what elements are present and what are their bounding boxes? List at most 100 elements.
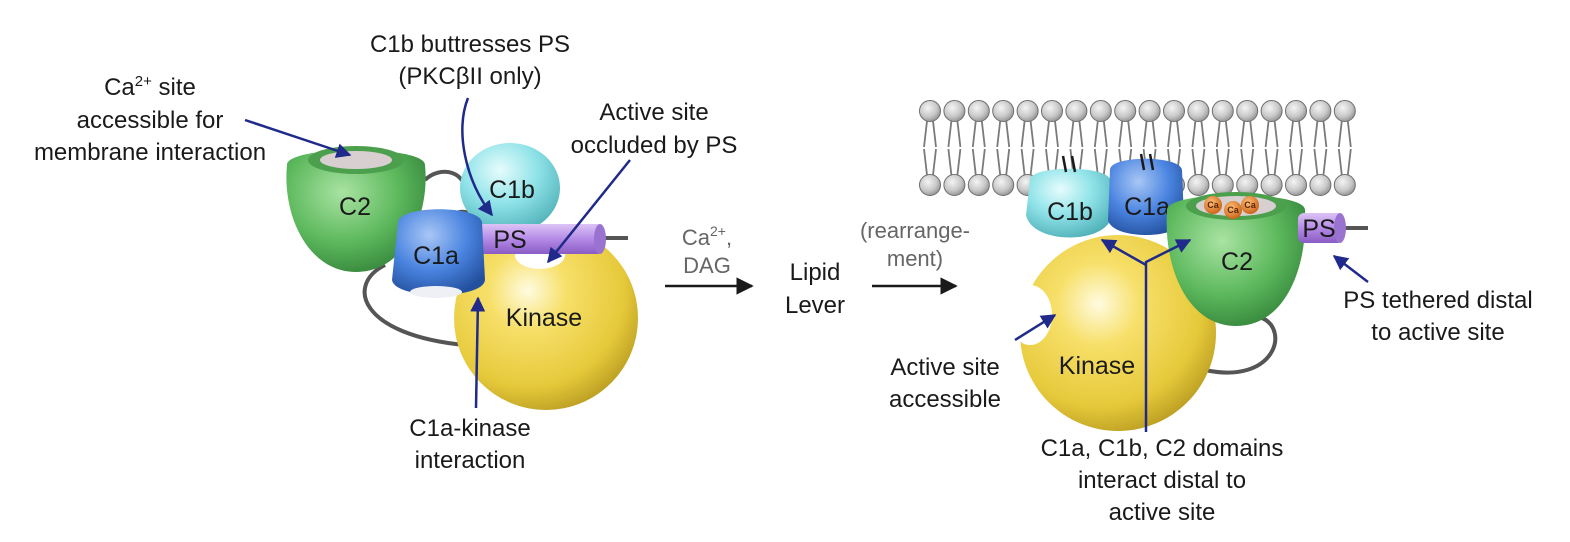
label-c1a-kinase: C1a-kinase interaction <box>409 415 530 474</box>
ps-tethered-line1: PS tethered distal <box>1343 287 1532 314</box>
lipid-head-inner <box>992 174 1015 196</box>
transition-rearrangement: (rearrange- ment) <box>860 218 970 295</box>
lipid-tail-pair <box>1020 120 1035 176</box>
calcium-ion-2 <box>1224 201 1242 219</box>
lipid-head-inner <box>943 174 966 196</box>
c1b-buttress-line2: (PKCβII only) <box>398 63 541 90</box>
calcium-ion-3 <box>1241 196 1259 214</box>
ca-site-line2: accessible for <box>77 107 224 134</box>
ps-tethered <box>1298 213 1343 243</box>
arrow-domains-fork <box>1100 238 1192 432</box>
lipid-head-outer <box>1333 100 1356 122</box>
lipid-tail-pair <box>1215 120 1230 176</box>
c2-label: C2 <box>339 193 371 221</box>
lipid-head-inner <box>1333 174 1356 196</box>
c2-domain <box>286 150 426 272</box>
lipid-head-outer <box>1187 100 1210 122</box>
c1a-label-active: C1a <box>1124 193 1170 221</box>
lipid-head-outer <box>967 100 990 122</box>
label-domains-interact: C1a, C1b, C2 domains interact distal to … <box>1041 435 1284 526</box>
ps-end-cap <box>594 224 606 254</box>
lipid-head-outer <box>919 100 941 122</box>
lipid-head-inner <box>919 174 941 196</box>
lipid-tail-pair <box>1045 120 1059 176</box>
ca-site-line3: membrane interaction <box>34 139 266 166</box>
lipid-head-inner <box>967 174 990 196</box>
lipid-tail-pair <box>971 120 986 176</box>
arrow-ca-site <box>244 118 352 158</box>
label-active-occluded: Active site occluded by PS <box>571 99 738 159</box>
lipid-head-inner <box>1260 174 1283 196</box>
ps-label: PS <box>493 226 526 254</box>
ps-tethered-line2: to active site <box>1371 319 1504 346</box>
active-accessible-line2: accessible <box>889 386 1001 413</box>
c1b-label: C1b <box>489 176 535 204</box>
lipid-head-inner <box>1309 174 1332 196</box>
lipid-tails <box>923 120 1352 176</box>
svg-text:Ca2+ site: Ca2+ site <box>104 73 196 101</box>
calcium-ion-1 <box>1204 196 1222 214</box>
c1a-bottom-opening <box>410 286 462 298</box>
ps-label-active: PS <box>1302 215 1335 243</box>
domains-interact-line3: active site <box>1109 499 1216 526</box>
label-ca-site: Ca2+ site accessible for membrane intera… <box>34 73 266 166</box>
calcium-label-2: Ca <box>1227 205 1239 215</box>
arrow-active-occluded <box>547 159 631 264</box>
linker-c2-c1b <box>423 169 468 201</box>
linker-c1a-kinase <box>362 263 466 347</box>
active-accessible-line1: Active site <box>890 354 999 381</box>
transition-ca-dag: Ca2+, DAG <box>665 223 754 295</box>
label-active-accessible: Active site accessible <box>889 354 1001 413</box>
rearrange-line1: (rearrange- <box>860 218 970 243</box>
lipid-head-inner <box>1187 174 1210 196</box>
lipid-head-outer <box>1065 100 1088 122</box>
label-c1b-buttress: C1b buttresses PS (PKCβII only) <box>370 31 570 90</box>
calcium-label-3: Ca <box>1244 200 1256 210</box>
active-pkc: Kinase C1b C1a Ca Ca Ca C2 <box>1008 153 1368 431</box>
lipid-tail-pair <box>1337 120 1352 176</box>
lipid-head-outer <box>992 100 1015 122</box>
lipid-head-outer <box>1041 100 1063 122</box>
lipid-tail-pair <box>1093 120 1108 176</box>
lipid-head-outer <box>1016 100 1039 122</box>
domains-interact-line2: interact distal to <box>1078 467 1246 494</box>
c1b-domain-active <box>1026 168 1112 238</box>
lipid-head-inner <box>1285 174 1307 196</box>
lipid-lever-line1: Lipid <box>790 259 841 286</box>
ca-site-ca: Ca <box>104 74 135 101</box>
kinase-label: Kinase <box>506 304 582 332</box>
lipid-lever-label: Lipid Lever <box>785 259 845 319</box>
lipid-tail-pair <box>1313 120 1328 176</box>
lipid-head-outer <box>1236 100 1259 122</box>
lipid-tail-pair <box>1289 120 1303 176</box>
active-occluded-line1: Active site <box>599 99 708 126</box>
kinase-domain <box>454 226 638 410</box>
lipid-tail-pair <box>1167 120 1181 176</box>
arrow-c1b-buttress <box>461 97 493 217</box>
active-site-accessible-pocket <box>1008 285 1052 345</box>
lipid-head-outer <box>1211 100 1234 122</box>
lipid-head-outer <box>943 100 966 122</box>
ps-tethered-cap <box>1334 213 1346 243</box>
lipid-tail-pair <box>1118 120 1133 176</box>
ca-site-sup: 2+ <box>135 73 152 90</box>
calcium-ions: Ca Ca Ca <box>1204 196 1259 219</box>
c2-domain-active <box>1166 195 1306 326</box>
c2-label-active: C2 <box>1221 248 1253 276</box>
c1a-label: C1a <box>413 242 459 270</box>
lipid-tail-pair <box>923 120 937 176</box>
inactive-pkc: Kinase C2 C1b PS C1a <box>286 143 638 410</box>
svg-text:Ca2+,: Ca2+, <box>682 223 732 250</box>
lipid-head-outer <box>1114 100 1137 122</box>
kinase-domain-active <box>1020 235 1216 431</box>
kinase-label-active: Kinase <box>1059 352 1135 380</box>
lipid-head-outer <box>1138 100 1161 122</box>
calcium-label-1: Ca <box>1207 200 1219 210</box>
c1b-label-active: C1b <box>1047 198 1093 226</box>
lipid-tail-pair <box>1264 120 1279 176</box>
lipid-lever-line2: Lever <box>785 292 845 319</box>
c1a-kinase-line2: interaction <box>415 447 526 474</box>
lipid-heads-outer-leaflet <box>919 100 1356 122</box>
c2-ca-site <box>320 151 392 169</box>
